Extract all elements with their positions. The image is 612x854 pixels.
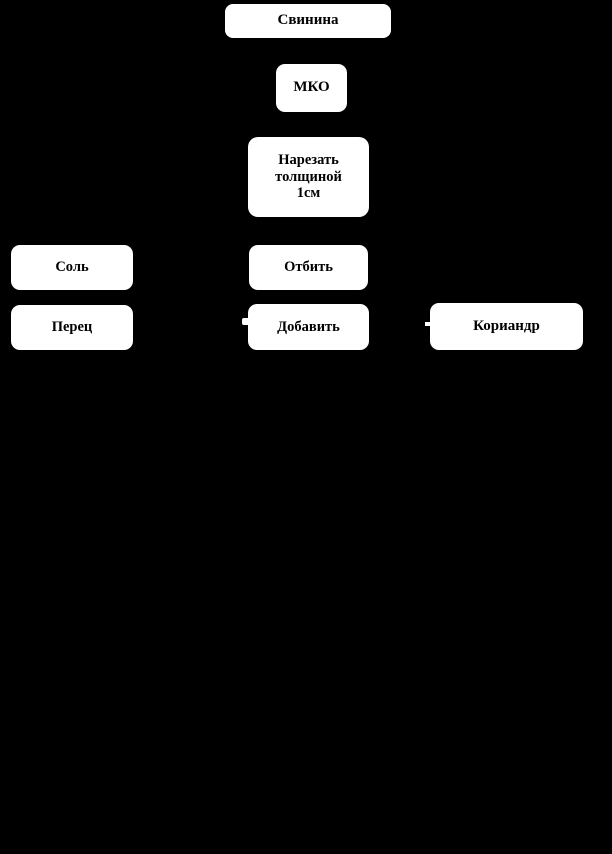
node-pork-label: Свинина — [277, 12, 339, 29]
node-mko[interactable]: МКО — [276, 64, 347, 112]
connector-add-to-coriander — [425, 322, 433, 326]
node-add[interactable]: Добавить — [248, 304, 369, 350]
node-slice-thickness-label: Нарезать толщиной 1см — [275, 151, 342, 202]
node-slice-thickness[interactable]: Нарезать толщиной 1см — [248, 137, 369, 217]
node-salt[interactable]: Соль — [11, 245, 133, 290]
node-pepper[interactable]: Перец — [11, 305, 133, 350]
node-pepper-label: Перец — [51, 319, 93, 336]
node-salt-label: Соль — [55, 259, 89, 276]
node-beat[interactable]: Отбить — [249, 245, 368, 290]
node-pork[interactable]: Свинина — [225, 4, 391, 38]
node-beat-label: Отбить — [284, 259, 333, 276]
node-add-label: Добавить — [277, 318, 340, 335]
node-coriander[interactable]: Кориандр — [430, 303, 583, 350]
connector-pepper-to-add — [242, 318, 249, 325]
node-mko-label: МКО — [293, 79, 330, 96]
node-coriander-label: Кориандр — [473, 317, 540, 334]
